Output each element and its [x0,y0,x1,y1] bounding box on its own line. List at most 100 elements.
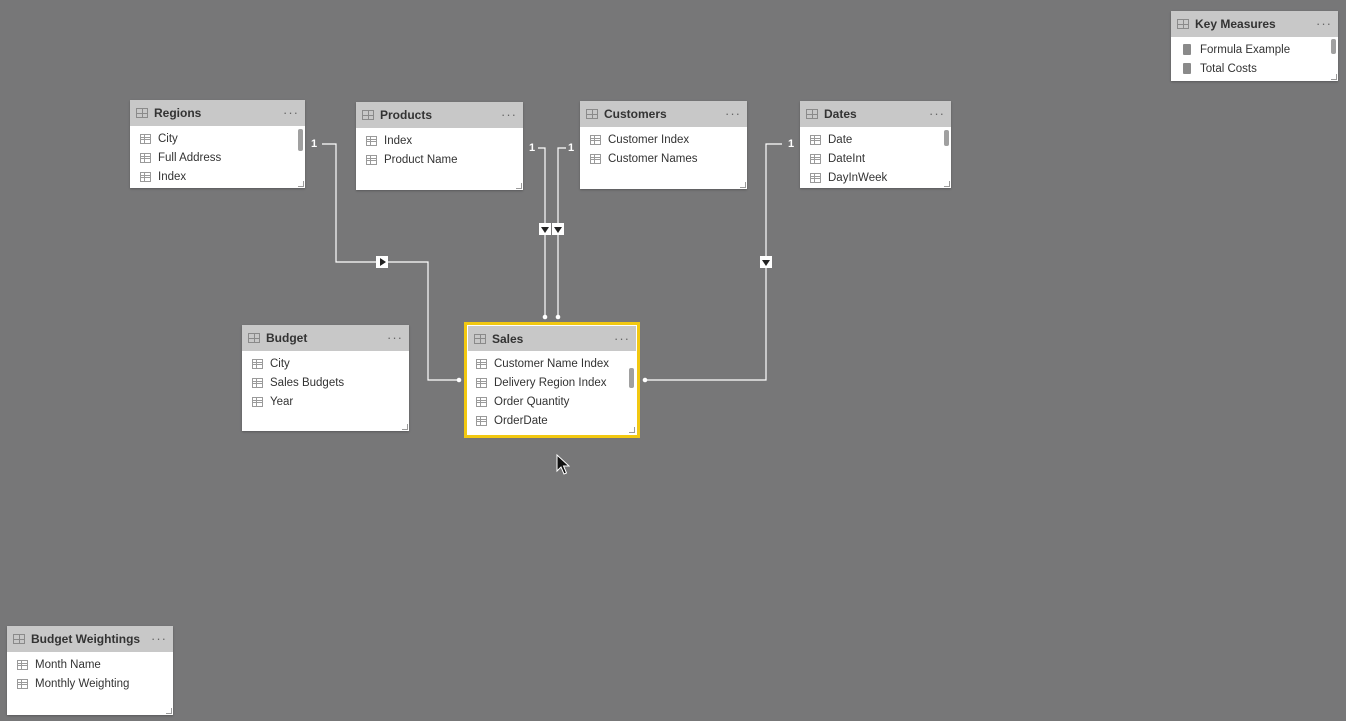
field-label: Delivery Region Index [494,376,607,389]
field-row[interactable]: Customer Names [580,149,747,168]
table-header-regions[interactable]: Regions ··· [130,100,305,126]
more-options-icon[interactable]: ··· [151,631,167,646]
field-row[interactable]: Formula Example [1171,40,1338,59]
table-icon [362,110,374,120]
resize-handle[interactable] [166,708,172,714]
field-row[interactable]: Month Name [7,655,173,674]
field-label: DayInWeek [828,171,888,184]
table-header-key-measures[interactable]: Key Measures ··· [1171,11,1338,37]
field-label: Index [158,170,187,183]
table-card-products[interactable]: Products ··· Index Product Name [356,102,523,190]
field-row[interactable]: DateInt [800,149,951,168]
resize-handle[interactable] [740,182,746,188]
field-row[interactable]: City [242,354,409,373]
field-label: Index [384,134,413,147]
field-label: Total Costs [1200,62,1257,75]
more-options-icon[interactable]: ··· [614,330,630,346]
column-icon [17,678,28,689]
table-icon [248,333,260,343]
more-options-icon[interactable]: ··· [929,106,945,121]
column-icon [476,415,487,426]
scrollbar[interactable] [629,368,634,388]
resize-handle[interactable] [516,183,522,189]
table-card-budget-weightings[interactable]: Budget Weightings ··· Month Name Monthly… [7,626,173,715]
field-list: Month Name Monthly Weighting [7,652,173,693]
field-row[interactable]: Index [356,131,523,150]
scrollbar[interactable] [298,129,303,151]
field-list: Customer Index Customer Names [580,127,747,168]
field-row[interactable]: Full Address [130,148,305,167]
mouse-cursor-icon [556,454,570,475]
field-row[interactable]: Year [242,392,409,411]
table-title: Customers [604,107,667,121]
table-card-dates[interactable]: Dates ··· Date DateInt DayInWeek [800,101,951,188]
field-row[interactable]: DayInWeek [800,168,951,187]
table-title: Key Measures [1195,17,1276,31]
field-label: Customer Names [608,152,698,165]
column-icon [590,153,601,164]
field-label: Monthly Weighting [35,677,130,690]
table-header-sales[interactable]: Sales ··· [468,326,636,351]
more-options-icon[interactable]: ··· [283,105,299,120]
field-list: City Sales Budgets Year [242,351,409,411]
resize-handle[interactable] [944,181,950,187]
field-row[interactable]: Sales Budgets [242,373,409,392]
relationship-customers-sales [557,147,566,316]
column-icon [810,153,821,164]
table-icon [13,634,25,644]
field-row[interactable]: City [130,129,305,148]
scrollbar[interactable] [944,130,949,146]
field-label: City [270,357,290,370]
table-header-dates[interactable]: Dates ··· [800,101,951,127]
table-title: Products [380,108,433,122]
column-icon [476,396,487,407]
table-card-regions[interactable]: Regions ··· City Full Address Index [130,100,305,188]
table-icon [586,109,598,119]
column-icon [252,358,263,369]
table-icon [474,333,486,344]
resize-handle[interactable] [1331,74,1337,80]
field-row[interactable]: OrderDate [466,411,638,430]
table-header-customers[interactable]: Customers ··· [580,101,747,127]
field-row[interactable]: Customer Index [580,130,747,149]
field-row[interactable]: Monthly Weighting [7,674,173,693]
field-row[interactable]: Date [800,130,951,149]
measure-icon [1183,63,1191,74]
field-row[interactable]: Delivery Region Index [466,373,638,392]
column-icon [17,659,28,670]
table-icon [806,109,818,119]
table-header-products[interactable]: Products ··· [356,102,523,128]
measure-icon [1183,44,1191,55]
field-row[interactable]: Order Quantity [466,392,638,411]
field-row[interactable]: Customer Name Index [466,354,638,373]
field-label: Customer Index [608,133,690,146]
column-icon [252,396,263,407]
field-list: Formula Example Total Costs [1171,37,1338,78]
more-options-icon[interactable]: ··· [387,330,403,345]
scrollbar[interactable] [1331,39,1336,54]
table-card-customers[interactable]: Customers ··· Customer Index Customer Na… [580,101,747,189]
column-icon [366,135,377,146]
cardinality-one-regions: 1 [311,138,318,150]
column-icon [810,172,821,183]
table-card-budget[interactable]: Budget ··· City Sales Budgets Year [242,325,409,431]
relationship-products-sales [538,147,546,316]
field-row[interactable]: Total Costs [1171,59,1338,78]
table-card-key-measures[interactable]: Key Measures ··· Formula Example Total C… [1171,11,1338,81]
more-options-icon[interactable]: ··· [501,107,517,122]
field-row[interactable]: Product Name [356,150,523,169]
table-card-sales[interactable]: Sales ··· Customer Name Index Delivery R… [464,322,640,438]
table-title: Regions [154,106,202,120]
more-options-icon[interactable]: ··· [1316,16,1332,31]
cardinality-one-dates: 1 [788,138,795,150]
field-label: DateInt [828,152,866,165]
more-options-icon[interactable]: ··· [725,106,741,121]
field-row[interactable]: Index [130,167,305,186]
table-header-budget-weightings[interactable]: Budget Weightings ··· [7,626,173,652]
table-header-budget[interactable]: Budget ··· [242,325,409,351]
resize-handle[interactable] [402,424,408,430]
column-icon [252,377,263,388]
resize-handle[interactable] [298,181,304,187]
resize-handle[interactable] [629,427,635,433]
